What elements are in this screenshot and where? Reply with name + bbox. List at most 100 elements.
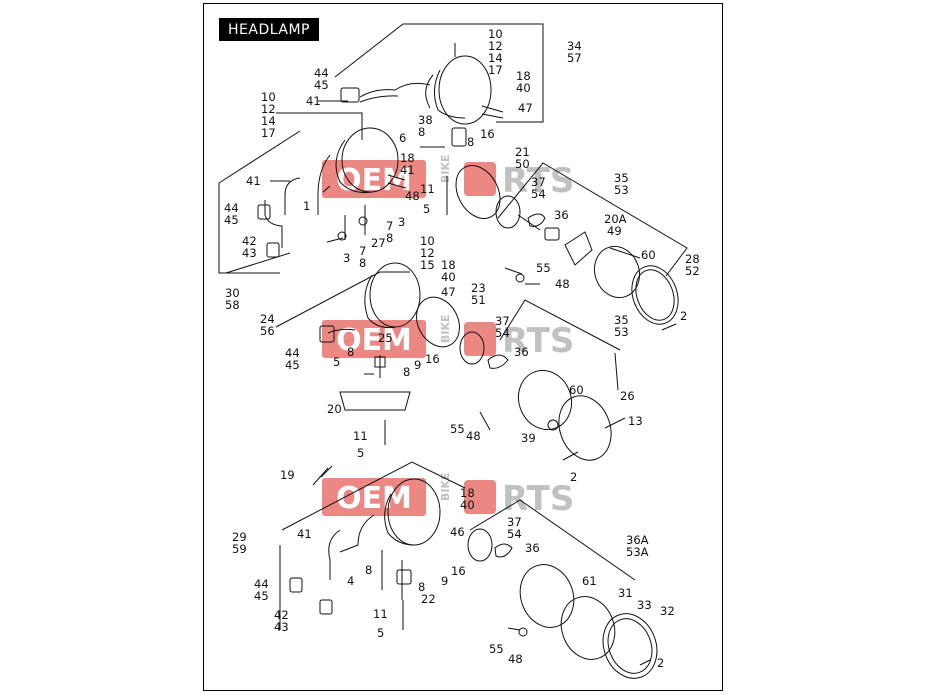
callout-label: 39 bbox=[521, 431, 536, 445]
callout-label: 34 bbox=[567, 39, 582, 53]
callout-label: 50 bbox=[515, 157, 530, 171]
callout-label: 26 bbox=[620, 389, 635, 403]
callout-label: 48 bbox=[555, 277, 570, 291]
callout-label: 37 bbox=[495, 314, 510, 328]
callout-label: 8 bbox=[386, 231, 393, 245]
callout-label: 40 bbox=[441, 270, 456, 284]
callout-label: 16 bbox=[480, 127, 495, 141]
watermark-middle-text: BIKE bbox=[439, 472, 452, 501]
callout-label: 54 bbox=[495, 326, 510, 340]
callout-label: 55 bbox=[489, 642, 504, 656]
callout-label: 46 bbox=[450, 525, 465, 539]
callout-label: 8 bbox=[403, 365, 410, 379]
callout-label: 41 bbox=[306, 94, 321, 108]
callout-label: 12 bbox=[261, 102, 276, 116]
callout-label: 9 bbox=[414, 358, 421, 372]
callout-label: 36 bbox=[525, 541, 540, 555]
callout-label: 5 bbox=[377, 626, 384, 640]
callout-label: 45 bbox=[285, 358, 300, 372]
diagram-title: HEADLAMP bbox=[219, 18, 319, 41]
callout-label: 56 bbox=[260, 324, 275, 338]
callout-label: 17 bbox=[261, 126, 276, 140]
line-art bbox=[218, 23, 688, 679]
callout-label: 15 bbox=[420, 258, 435, 272]
callout-label: 40 bbox=[516, 81, 531, 95]
callout-label: 49 bbox=[607, 224, 622, 238]
callout-label: 45 bbox=[224, 213, 239, 227]
callout-label: 16 bbox=[425, 352, 440, 366]
callout-label: 35 bbox=[614, 171, 629, 185]
callout-label: 57 bbox=[567, 51, 582, 65]
callout-label: 8 bbox=[467, 135, 474, 149]
callout-label: 36 bbox=[514, 345, 529, 359]
callout-label: 42 bbox=[242, 234, 257, 248]
callout-label: 1 bbox=[303, 199, 310, 213]
callout-label: 8 bbox=[359, 256, 366, 270]
callout-label: 41 bbox=[297, 527, 312, 541]
watermark-right-text: RTS bbox=[502, 321, 574, 361]
callout-labels: 10 12 14 17 34 57 44 45 41 18 40 47 16 3… bbox=[224, 27, 700, 670]
callout-label: 43 bbox=[242, 246, 257, 260]
watermark-left-text: OEM bbox=[336, 323, 412, 358]
watermark-middle-text: BIKE bbox=[439, 314, 452, 343]
callout-label: 8 bbox=[347, 345, 354, 359]
callout-label: 10 bbox=[420, 234, 435, 248]
callout-label: 36 bbox=[554, 208, 569, 222]
callout-label: 14 bbox=[261, 114, 276, 128]
callout-label: 44 bbox=[254, 577, 269, 591]
callout-label: 60 bbox=[641, 248, 656, 262]
callout-label: 51 bbox=[471, 293, 486, 307]
callout-label: 2 bbox=[570, 470, 577, 484]
callout-label: 2 bbox=[680, 309, 687, 323]
watermark: OEM BIKE RTS OEM BIKE RTS OEM BIKE RTS bbox=[322, 154, 574, 519]
callout-label: 22 bbox=[421, 592, 436, 606]
callout-label: 21 bbox=[515, 145, 530, 159]
callout-label: 44 bbox=[224, 201, 239, 215]
callout-label: 35 bbox=[614, 313, 629, 327]
callout-label: 8 bbox=[418, 125, 425, 139]
callout-label: 2 bbox=[657, 656, 664, 670]
callout-label: 28 bbox=[685, 252, 700, 266]
callout-label: 14 bbox=[488, 51, 503, 65]
callout-label: 58 bbox=[225, 298, 240, 312]
callout-label: 30 bbox=[225, 286, 240, 300]
callout-label: 18 bbox=[400, 151, 415, 165]
watermark-middle-text: BIKE bbox=[439, 154, 452, 183]
callout-label: 7 bbox=[359, 244, 366, 258]
callout-label: 24 bbox=[260, 312, 275, 326]
lens-assembly-1 bbox=[455, 162, 688, 331]
callout-label: 55 bbox=[536, 261, 551, 275]
callout-label: 29 bbox=[232, 530, 247, 544]
watermark-left-text: OEM bbox=[336, 481, 412, 516]
callout-label: 11 bbox=[373, 607, 388, 621]
callout-label: 55 bbox=[450, 422, 465, 436]
callout-label: 31 bbox=[618, 586, 633, 600]
callout-label: 59 bbox=[232, 542, 247, 556]
callout-label: 8 bbox=[365, 563, 372, 577]
watermark-right-text: RTS bbox=[502, 161, 574, 201]
headlamp-assembly-3 bbox=[275, 262, 626, 461]
callout-label: 18 bbox=[516, 69, 531, 83]
callout-label: 47 bbox=[518, 101, 533, 115]
callout-label: 20A bbox=[604, 212, 627, 226]
headlamp-assembly-2 bbox=[218, 112, 407, 274]
callout-label: 42 bbox=[274, 608, 289, 622]
callout-label: 43 bbox=[274, 620, 289, 634]
callout-label: 18 bbox=[460, 486, 475, 500]
watermark-accent-block bbox=[464, 480, 496, 514]
callout-label: 13 bbox=[628, 414, 643, 428]
callout-label: 44 bbox=[285, 346, 300, 360]
callout-label: 36A bbox=[626, 533, 649, 547]
callout-label: 12 bbox=[488, 39, 503, 53]
callout-label: 16 bbox=[451, 564, 466, 578]
callout-label: 53A bbox=[626, 545, 649, 559]
callout-label: 12 bbox=[420, 246, 435, 260]
callout-label: 40 bbox=[460, 498, 475, 512]
callout-label: 5 bbox=[357, 446, 364, 460]
callout-label: 45 bbox=[314, 78, 329, 92]
callout-label: 41 bbox=[246, 174, 261, 188]
callout-label: 25 bbox=[378, 331, 393, 345]
callout-label: 8 bbox=[418, 580, 425, 594]
callout-label: 45 bbox=[254, 589, 269, 603]
